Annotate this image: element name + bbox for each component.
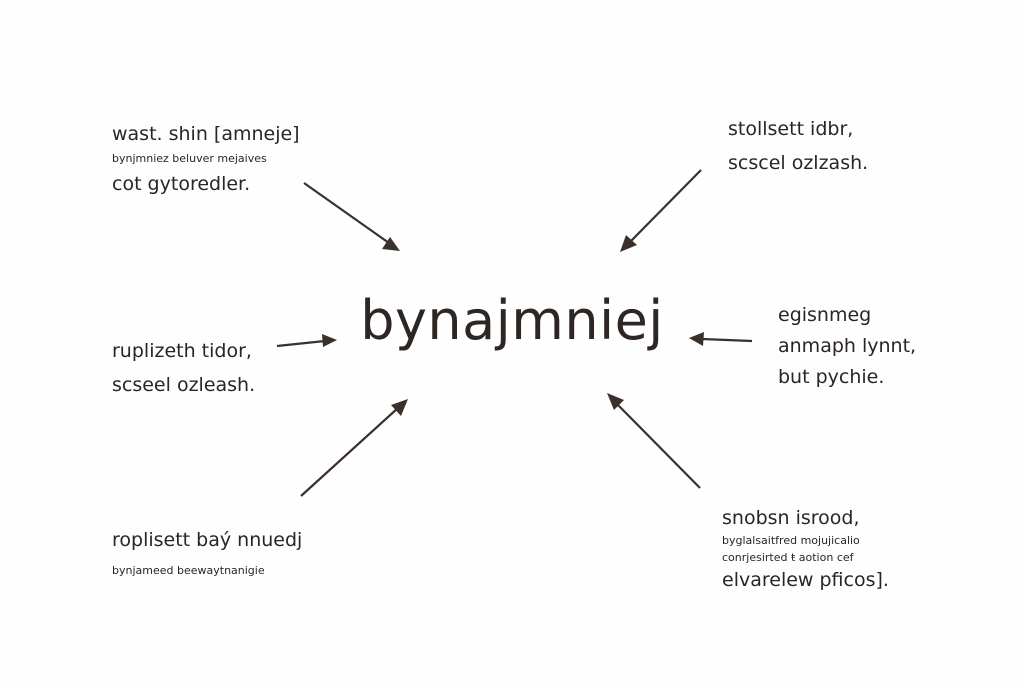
label-bottom-right-line-1: snobsn isrood, bbox=[722, 507, 860, 529]
arrow-mid-left bbox=[276, 334, 337, 348]
label-bottom-right-line-2: byglalsaitfred mojujicalio bbox=[722, 534, 860, 547]
label-bottom-right-line-3: conrjesirted ŧ aotion cef bbox=[722, 551, 854, 564]
label-mid-left-line-2: scseel ozleash. bbox=[112, 374, 256, 396]
label-top-left-line-1: wast. shin [amneje] bbox=[112, 123, 300, 145]
label-mid-right: egisnmeg anmaph lynnt, but pychie. bbox=[778, 300, 916, 393]
label-bottom-right-line-4: elvarelew pficos]. bbox=[722, 569, 889, 591]
label-top-left-line-3: cot gytoredler. bbox=[112, 173, 251, 195]
arrow-bottom-left bbox=[300, 399, 408, 497]
label-bottom-right: snobsn isrood, byglalsaitfred mojujicali… bbox=[722, 504, 889, 594]
label-bottom-left: roplisett baý nnuedj bynjameed beewaytna… bbox=[112, 526, 302, 580]
label-top-left: wast. shin [amneje] bynjmniez beluver me… bbox=[112, 120, 300, 198]
label-top-right-line-1: stollsett idbr, bbox=[728, 118, 854, 140]
label-top-right-line-2: scscel ozlzash. bbox=[728, 152, 869, 174]
label-top-right: stollsett idbr, scscel ozlzash. bbox=[728, 112, 868, 180]
label-mid-right-line-3: but pychie. bbox=[778, 366, 885, 388]
label-top-left-line-2: bynjmniez beluver mejaives bbox=[112, 152, 267, 165]
arrow-top-left bbox=[303, 182, 400, 251]
label-mid-left: ruplizeth tidor, scseel ozleash. bbox=[112, 334, 255, 402]
center-word: bynajmniej bbox=[360, 289, 664, 352]
label-bottom-left-line-2: bynjameed beewaytnanigie bbox=[112, 564, 265, 577]
label-mid-right-line-2: anmaph lynnt, bbox=[778, 335, 917, 357]
label-bottom-left-line-1: roplisett baý nnuedj bbox=[112, 529, 303, 551]
arrow-bottom-right bbox=[607, 393, 701, 489]
arrow-mid-right bbox=[689, 332, 753, 346]
label-mid-left-line-1: ruplizeth tidor, bbox=[112, 340, 252, 362]
label-mid-right-line-1: egisnmeg bbox=[778, 304, 872, 326]
arrow-top-right bbox=[620, 169, 702, 252]
